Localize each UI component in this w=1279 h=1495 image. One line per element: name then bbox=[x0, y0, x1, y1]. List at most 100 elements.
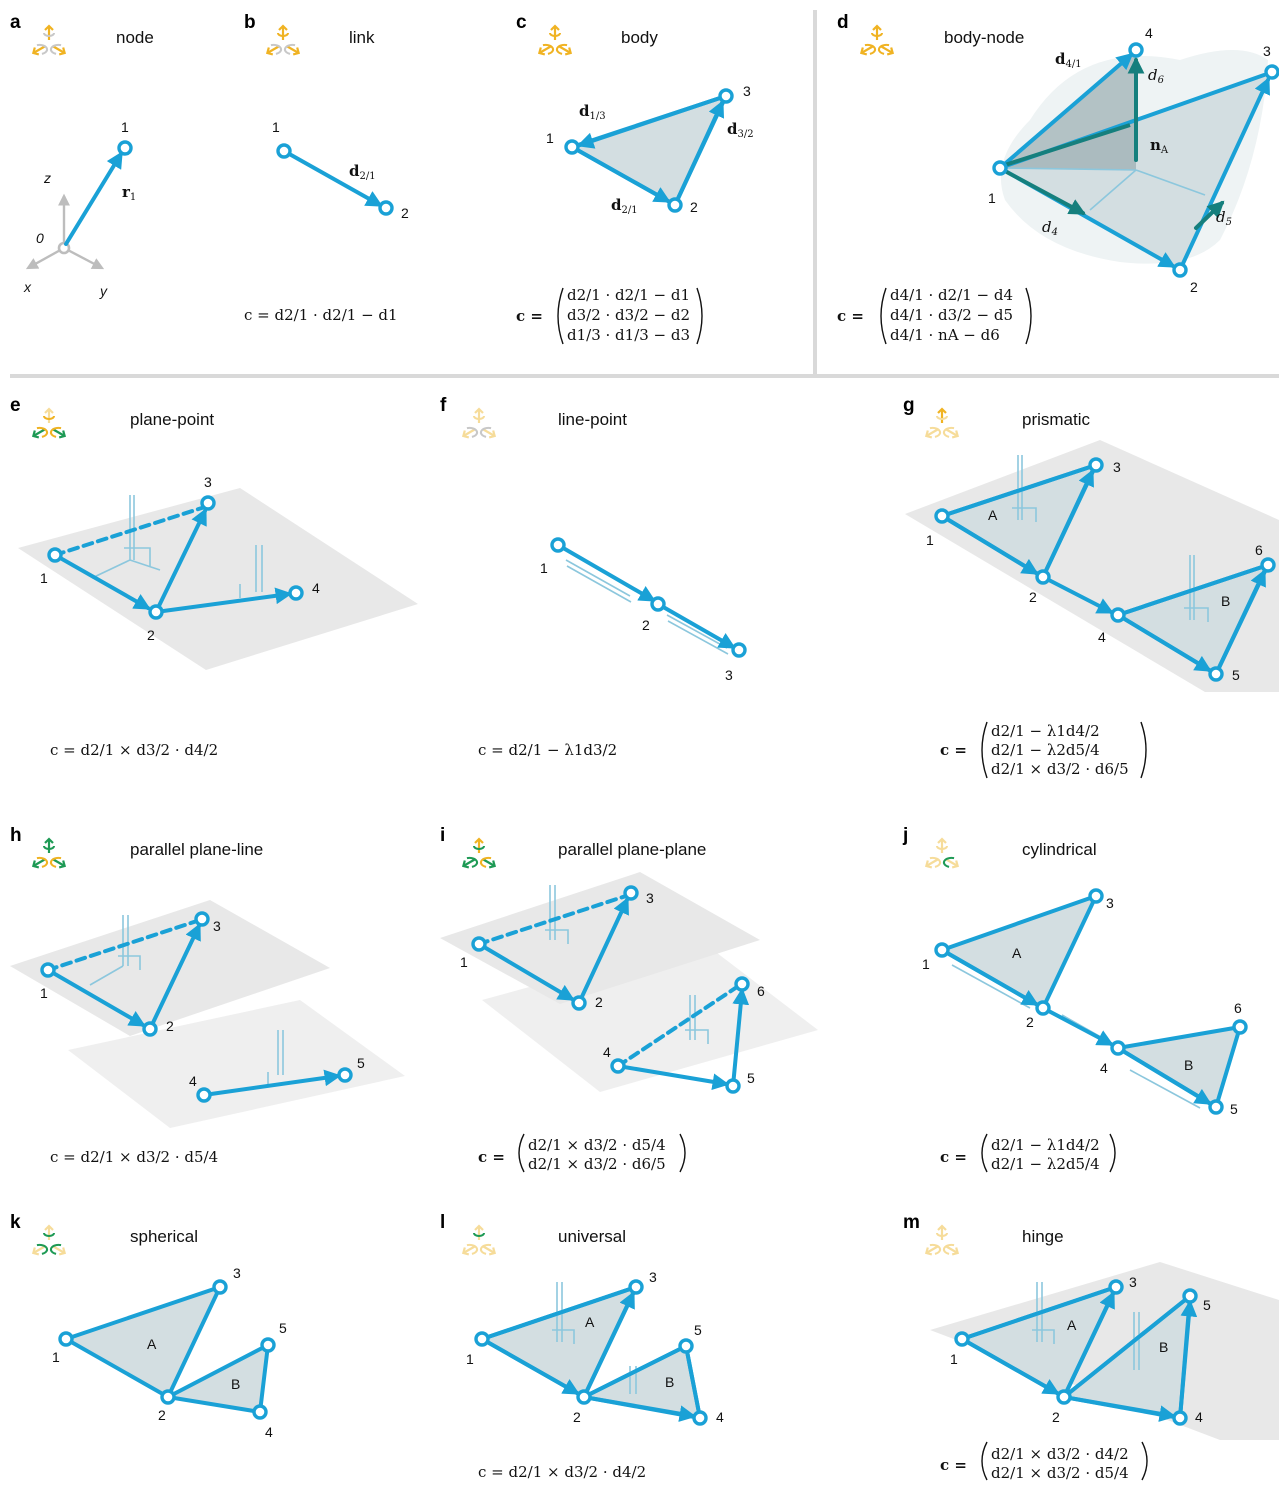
node-label: 2 bbox=[573, 1409, 581, 1425]
rotation-arc bbox=[929, 856, 942, 868]
node-2 bbox=[576, 1389, 592, 1405]
dof-icon bbox=[924, 1224, 960, 1256]
helper-line bbox=[129, 559, 161, 571]
equation-row: d2/1 × d3/2 · d5/4 bbox=[991, 1464, 1129, 1482]
node-label: 1 bbox=[52, 1349, 60, 1365]
translation-arrow bbox=[32, 428, 47, 437]
node-label: 3 bbox=[1263, 43, 1271, 59]
translation-arrowhead bbox=[44, 24, 54, 31]
rotation-arc bbox=[466, 1243, 479, 1255]
node-label: 2 bbox=[1190, 279, 1198, 295]
edge-25 bbox=[582, 1344, 688, 1399]
translation-arrow bbox=[944, 858, 959, 867]
rotation-arc bbox=[43, 1232, 55, 1237]
translation-arrowhead bbox=[461, 860, 470, 869]
translation-arrowhead bbox=[872, 24, 882, 31]
equation-row: d2/1 − λ2d5/4 bbox=[991, 1155, 1100, 1173]
node-1 bbox=[564, 139, 580, 155]
d65-vector bbox=[731, 987, 750, 1088]
node-4 bbox=[196, 1087, 212, 1103]
d32-vector bbox=[577, 896, 629, 1005]
z-label: z bbox=[43, 170, 51, 186]
rotation-arc bbox=[43, 32, 55, 37]
translation-arrowhead bbox=[937, 1224, 947, 1231]
r1-label: r1 bbox=[122, 183, 136, 203]
body-label: B bbox=[1221, 593, 1230, 609]
node-label: 3 bbox=[649, 1269, 657, 1285]
origin-label: 0 bbox=[36, 230, 44, 246]
constraint-equation: c = d2/1 × d3/2 · d4/2 bbox=[50, 741, 218, 759]
c-vector-label: c = bbox=[837, 307, 864, 325]
panel-a: a node 0 z x y 1 r1 bbox=[10, 12, 154, 299]
node-3 bbox=[1088, 888, 1104, 904]
node-1 bbox=[474, 1331, 490, 1347]
left-paren bbox=[981, 1133, 988, 1173]
translation-arrowhead bbox=[31, 430, 40, 439]
rotation-arc bbox=[936, 845, 948, 850]
translation-arrowhead bbox=[488, 430, 497, 439]
parallel-mark bbox=[666, 614, 728, 649]
node-1 bbox=[40, 962, 56, 978]
equation-row: d4/1 · d3/2 − d5 bbox=[890, 306, 1013, 324]
d21-vector bbox=[960, 1337, 1060, 1395]
rotation-arc bbox=[942, 856, 955, 868]
translation-arrowhead bbox=[564, 47, 573, 56]
node-label: 1 bbox=[40, 985, 48, 1001]
translation-arrow bbox=[557, 45, 572, 54]
panel-title: parallel plane-plane bbox=[558, 840, 706, 859]
panel-k: k spherical 3 1 2 5 4 A B bbox=[10, 1212, 287, 1440]
node-label: 1 bbox=[466, 1351, 474, 1367]
helper-line bbox=[91, 559, 131, 579]
body-label: B bbox=[231, 1376, 240, 1392]
d21-vector bbox=[570, 145, 671, 203]
translation-arrowhead bbox=[461, 1247, 470, 1256]
rotation-arc bbox=[43, 415, 55, 420]
node-6 bbox=[734, 976, 750, 992]
edge-46 bbox=[1116, 563, 1270, 617]
d42-vector bbox=[1041, 575, 1114, 614]
node-label: 3 bbox=[1129, 1274, 1137, 1290]
dof-icon bbox=[461, 837, 497, 869]
translation-arrowhead bbox=[951, 430, 960, 439]
d42-vector bbox=[582, 1395, 697, 1422]
node-label: 4 bbox=[716, 1409, 724, 1425]
node-label: 5 bbox=[747, 1070, 755, 1086]
node-label: 3 bbox=[646, 890, 654, 906]
panel-e: e plane-point 3 1 2 4 c = d2/1 × d3/2 · … bbox=[10, 395, 418, 759]
translation-arrow bbox=[462, 858, 477, 867]
d21-vector bbox=[53, 553, 151, 610]
right-angle-mark bbox=[1012, 507, 1037, 522]
parallel-mark bbox=[566, 565, 632, 603]
y-axis-arrow bbox=[63, 246, 105, 270]
translation-arrowhead bbox=[488, 1247, 497, 1256]
d32-vector bbox=[582, 1290, 635, 1399]
d41-vector bbox=[998, 52, 1134, 170]
node-label: 1 bbox=[546, 130, 554, 146]
translation-arrow bbox=[51, 45, 66, 54]
node-label: 2 bbox=[1052, 1409, 1060, 1425]
edge-13 bbox=[480, 1285, 638, 1341]
node-3 bbox=[200, 495, 216, 511]
panel-title: node bbox=[116, 28, 154, 47]
node-6 bbox=[1232, 1019, 1248, 1035]
node-label: 5 bbox=[279, 1320, 287, 1336]
node-label: 3 bbox=[743, 83, 751, 99]
c-vector-label: c = bbox=[478, 1148, 505, 1166]
node-label: 1 bbox=[988, 190, 996, 206]
rotation-arc bbox=[36, 43, 49, 55]
d21-vector bbox=[282, 149, 383, 207]
translation-arrowhead bbox=[58, 47, 67, 56]
node-3 bbox=[212, 1279, 228, 1295]
d4-label: d4 bbox=[1042, 218, 1058, 238]
constraint-equation: c = d2/1 × d3/2 · d5/4 bbox=[50, 1148, 218, 1166]
node-3 bbox=[718, 88, 734, 104]
node-5 bbox=[260, 1337, 276, 1353]
right-paren bbox=[696, 287, 703, 345]
panel-title: prismatic bbox=[1022, 410, 1091, 429]
panel-title: line-point bbox=[558, 410, 627, 429]
y-label: y bbox=[99, 283, 108, 299]
d21-label: d2/1 bbox=[349, 162, 376, 182]
translation-arrowhead bbox=[924, 430, 933, 439]
constraint-equation: c = d2/1 × d3/2 · d4/2 bbox=[478, 1463, 646, 1481]
node-2 bbox=[667, 197, 683, 213]
